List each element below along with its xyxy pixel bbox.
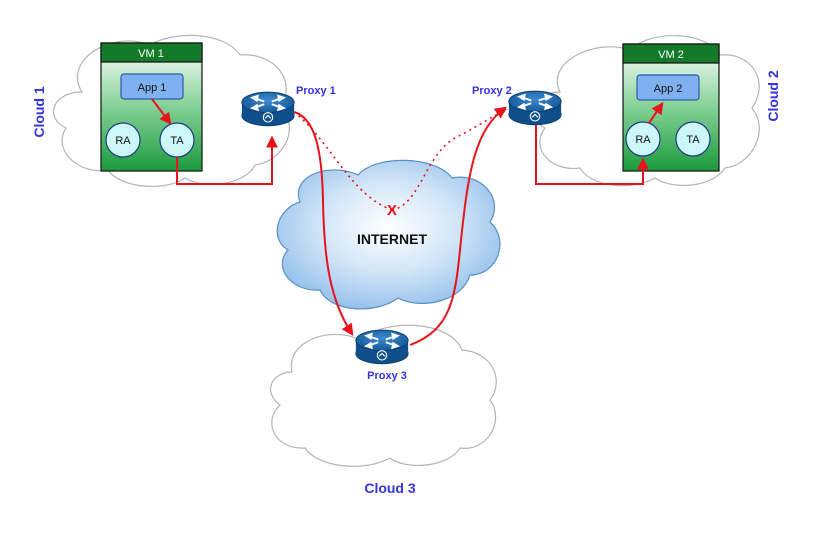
- proxy-3-label: Proxy 3: [367, 370, 407, 382]
- app-1-label: App 1: [138, 82, 167, 94]
- proxy-3-router-icon[interactable]: [354, 329, 410, 365]
- app-2-box[interactable]: [636, 74, 700, 101]
- proxy1-to-proxy3-link: [293, 111, 354, 337]
- vm-1-title: VM 1: [138, 48, 164, 60]
- vm-1: VM 1 App 1 RA TA: [100, 42, 203, 172]
- vm-2-ta-node[interactable]: [675, 121, 711, 157]
- ta-to-proxy1-link: [176, 135, 278, 185]
- proxy-1-router-icon[interactable]: [240, 91, 296, 127]
- vm-2-ta-label: TA: [686, 134, 700, 146]
- app1-to-ta-link: [151, 98, 172, 125]
- internet-cloud-shape: [276, 159, 501, 310]
- connection-links: [151, 98, 664, 346]
- vm-1-ta-label: TA: [170, 135, 184, 147]
- vm-2-ra-label: RA: [635, 134, 651, 146]
- cloud-3-label: Cloud 3: [364, 480, 416, 496]
- cloud-2-label: Cloud 2: [765, 70, 781, 122]
- ra-to-app2-link: [648, 102, 664, 124]
- proxy3-to-proxy2-link: [409, 106, 507, 346]
- internet-label: INTERNET: [357, 231, 427, 247]
- vm-2-title: VM 2: [658, 49, 684, 61]
- proxy-2-label: Proxy 2: [472, 85, 512, 97]
- proxy-1-label: Proxy 1: [296, 85, 336, 97]
- failure-marker: X: [387, 202, 397, 219]
- vm-1-ra-label: RA: [115, 135, 131, 147]
- app-2-label: App 2: [654, 83, 683, 95]
- vm-2: VM 2 App 2 RA TA: [622, 43, 720, 172]
- vm-2-ra-node[interactable]: [625, 121, 661, 157]
- proxy-2-router-icon[interactable]: [507, 90, 563, 126]
- proxy2-to-ra-link: [535, 124, 649, 185]
- cloud-1-label: Cloud 1: [31, 86, 47, 138]
- vm-1-ra-node[interactable]: [105, 122, 141, 158]
